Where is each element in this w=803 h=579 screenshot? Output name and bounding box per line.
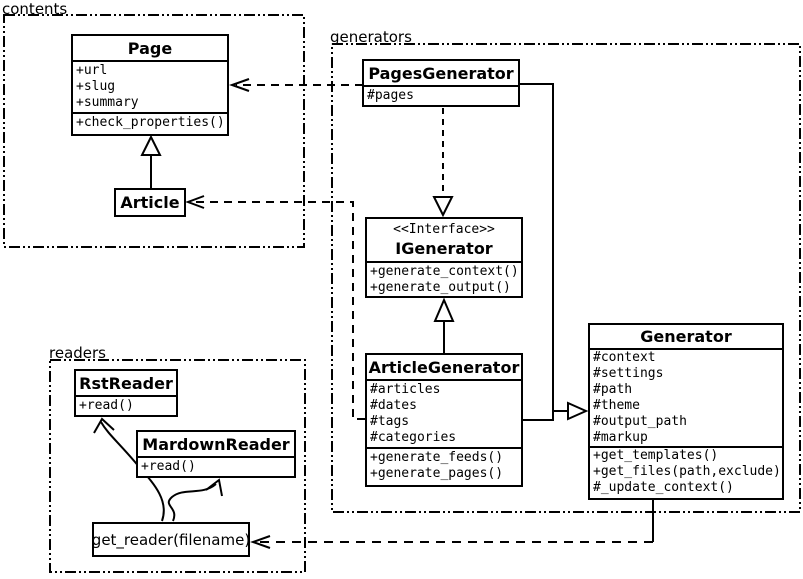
attribute: #output_path [593,414,687,429]
class-mardownreader-methods: +read() [138,456,294,476]
get-reader-label: get_reader(filename) [92,530,250,549]
class-page: Page +url +slug +summary +check_properti… [71,34,229,136]
class-page-methods: +check_properties() [73,112,227,132]
attribute: #context [593,350,656,365]
class-article-name: Article [120,193,180,212]
package-label-generators: generators [330,28,412,46]
class-igenerator: <<Interface>> IGenerator +generate_conte… [365,217,523,298]
method: +generate_context() [370,264,519,279]
attribute: +summary [76,95,139,110]
class-pagesgenerator: PagesGenerator #pages [362,59,520,107]
method: +generate_feeds() [370,450,504,465]
class-articlegenerator-name: ArticleGenerator [368,357,520,377]
class-generator-methods: +get_templates() +get_files(path,exclude… [590,446,782,496]
class-page-attributes: +url +slug +summary [73,60,227,112]
class-generator-attributes: #context #settings #path #theme #output_… [590,348,782,446]
class-igenerator-stereotype: <<Interface>> [393,222,495,237]
class-pagesgenerator-attributes: #pages [364,85,518,105]
class-rstreader-methods: +read() [76,395,176,415]
package-label-contents: contents [2,0,68,18]
package-readers-border [49,359,306,573]
class-rstreader-name: RstReader [79,373,173,393]
method: +check_properties() [76,115,225,130]
attribute: #articles [370,382,441,397]
generalization-articlegenerator-to-igenerator [433,297,455,353]
class-generator: Generator #context #settings #path #them… [588,323,784,500]
class-articlegenerator-attributes: #articles #dates #tags #categories [367,379,521,447]
method: +generate_pages() [370,466,504,481]
class-pagesgenerator-name: PagesGenerator [368,63,514,83]
generalization-article-to-page [140,134,162,188]
method: +read() [141,459,196,474]
attribute: #theme [593,398,640,413]
attribute: #settings [593,366,664,381]
class-generator-name: Generator [640,327,732,346]
class-article: Article [114,188,186,217]
class-mardownreader-name: MardownReader [142,434,290,454]
dependency-pagesgenerator-to-page [228,78,363,92]
method: #_update_context() [593,480,734,495]
dependency-generator-to-getreader [249,500,654,549]
class-igenerator-name: IGenerator [395,239,493,258]
dependency-articlegenerator-to-article [185,195,365,420]
attribute: +url [76,63,108,78]
method: +generate_output() [370,280,511,295]
generalization-to-generator [520,83,589,421]
realization-pagesgenerator-to-igenerator [432,108,454,218]
class-page-name: Page [127,38,173,58]
arrow-getreader-to-rstreader [93,417,165,522]
class-articlegenerator-methods: +generate_feeds() +generate_pages() [367,447,521,483]
attribute: +slug [76,79,116,94]
package-label-readers: readers [49,344,106,362]
attribute: #categories [370,430,457,445]
class-mardownreader: MardownReader +read() [136,430,296,478]
class-rstreader: RstReader +read() [74,369,178,417]
attribute: #markup [593,430,648,445]
method: +get_files(path,exclude) [593,464,781,479]
method: +get_templates() [593,448,719,463]
attribute: #tags [370,414,410,429]
class-igenerator-methods: +generate_context() +generate_output() [367,261,521,296]
arrow-getreader-to-mardownreader [167,478,223,522]
package-generators-border [331,43,801,513]
class-articlegenerator: ArticleGenerator #articles #dates #tags … [365,353,523,487]
attribute: #pages [367,88,414,103]
attribute: #dates [370,398,417,413]
get-reader-function-box: get_reader(filename) [92,522,250,557]
attribute: #path [593,382,633,397]
package-contents-border [3,14,305,248]
method: +read() [79,398,134,413]
